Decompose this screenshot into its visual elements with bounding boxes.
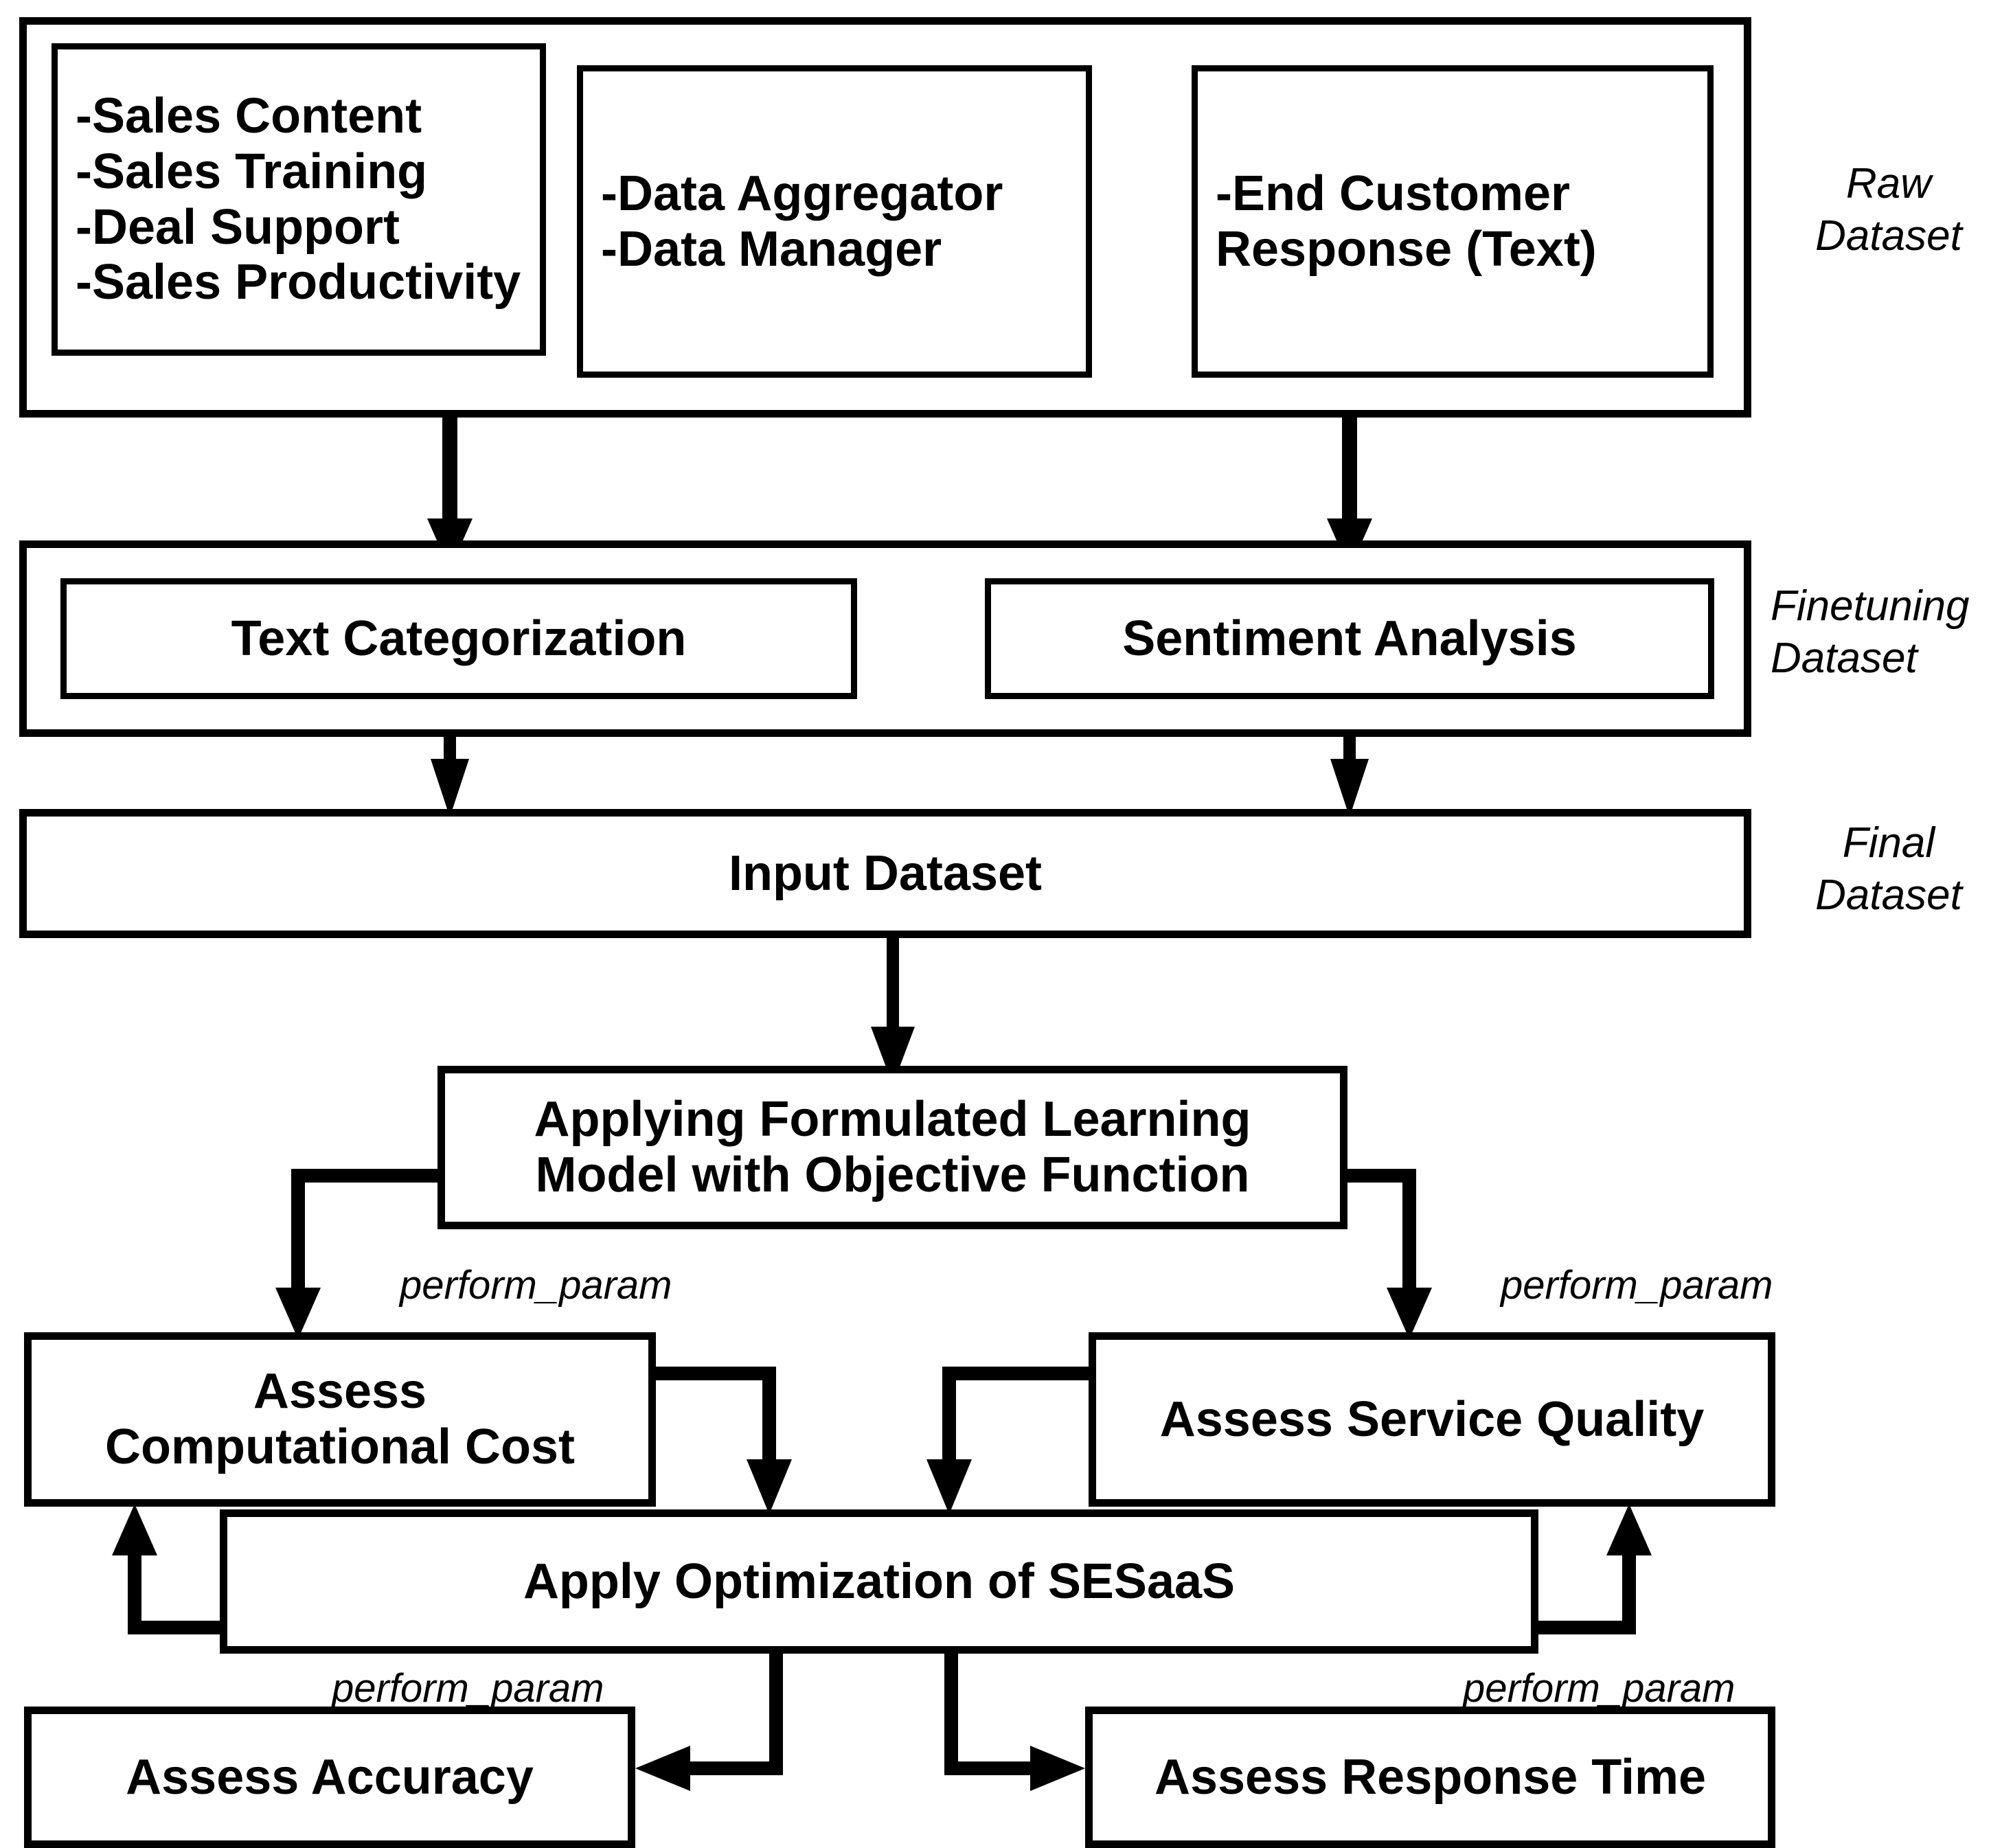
process-box-apply-optimization: Apply Optimization of SESaaS bbox=[220, 1509, 1538, 1654]
arrow-model-to-service-quality bbox=[1346, 1169, 1432, 1339]
arrow-optimization-to-accuracy bbox=[635, 1654, 783, 1791]
arrow-optimization-to-service-quality bbox=[1538, 1504, 1652, 1634]
process-box-assess-service-quality-label: Assess Service Quality bbox=[1159, 1391, 1705, 1447]
finetuning-box-text-categorization: Text Categorization bbox=[60, 578, 857, 699]
arrow-optimization-to-response-time bbox=[944, 1654, 1085, 1791]
process-box-assess-computational-cost: Assess Computational Cost bbox=[24, 1332, 656, 1507]
arrow-computational-cost-to-optimization bbox=[656, 1367, 792, 1514]
process-box-model: Applying Formulated Learning Model with … bbox=[437, 1066, 1347, 1229]
raw-box-data-roles-label: -Data Aggregator -Data Manager bbox=[601, 166, 1003, 277]
edge-label-perform-param-response-time: perform_param bbox=[1463, 1666, 1736, 1711]
finetuning-box-text-categorization-label: Text Categorization bbox=[231, 611, 687, 666]
final-dataset-input-box: Input Dataset bbox=[19, 809, 1751, 938]
raw-box-customer-response: -End Customer Response (Text) bbox=[1192, 65, 1714, 378]
edge-label-perform-param-model-left: perform_param bbox=[400, 1263, 672, 1308]
arrow-input-to-model bbox=[871, 938, 915, 1085]
process-box-assess-computational-cost-label: Assess Computational Cost bbox=[105, 1364, 575, 1474]
process-box-assess-accuracy-label: Assess Accuracy bbox=[126, 1749, 534, 1805]
finetuning-box-sentiment-analysis-label: Sentiment Analysis bbox=[1122, 611, 1577, 666]
final-dataset-input-box-label: Input Dataset bbox=[728, 845, 1043, 901]
raw-box-customer-response-label: -End Customer Response (Text) bbox=[1216, 166, 1597, 277]
raw-box-sales-sources: -Sales Content -Sales Training -Deal Sup… bbox=[52, 43, 546, 356]
process-box-assess-service-quality: Assess Service Quality bbox=[1089, 1332, 1775, 1507]
arrow-model-to-computational-cost bbox=[275, 1169, 437, 1339]
arrow-optimization-to-computational-cost bbox=[112, 1504, 220, 1634]
process-box-assess-response-time-label: Assess Response Time bbox=[1154, 1749, 1707, 1805]
raw-box-sales-sources-label: -Sales Content -Sales Training -Deal Sup… bbox=[76, 89, 521, 310]
edge-label-perform-param-model-right: perform_param bbox=[1501, 1263, 1773, 1308]
edge-label-perform-param-accuracy: perform_param bbox=[332, 1666, 604, 1711]
process-box-model-label: Applying Formulated Learning Model with … bbox=[534, 1092, 1251, 1202]
arrow-service-quality-to-optimization bbox=[926, 1367, 1089, 1514]
stage-label-final-dataset: Final Dataset bbox=[1815, 819, 1962, 919]
process-box-assess-accuracy: Assess Accuracy bbox=[24, 1707, 635, 1848]
stage-label-finetuning-dataset: Finetuning Dataset bbox=[1771, 582, 1970, 682]
finetuning-box-sentiment-analysis: Sentiment Analysis bbox=[985, 578, 1714, 699]
process-box-apply-optimization-label: Apply Optimization of SESaaS bbox=[523, 1553, 1236, 1609]
raw-box-data-roles: -Data Aggregator -Data Manager bbox=[577, 65, 1092, 378]
stage-label-raw-dataset: Raw Dataset bbox=[1815, 160, 1962, 260]
process-box-assess-response-time: Assess Response Time bbox=[1085, 1707, 1775, 1848]
